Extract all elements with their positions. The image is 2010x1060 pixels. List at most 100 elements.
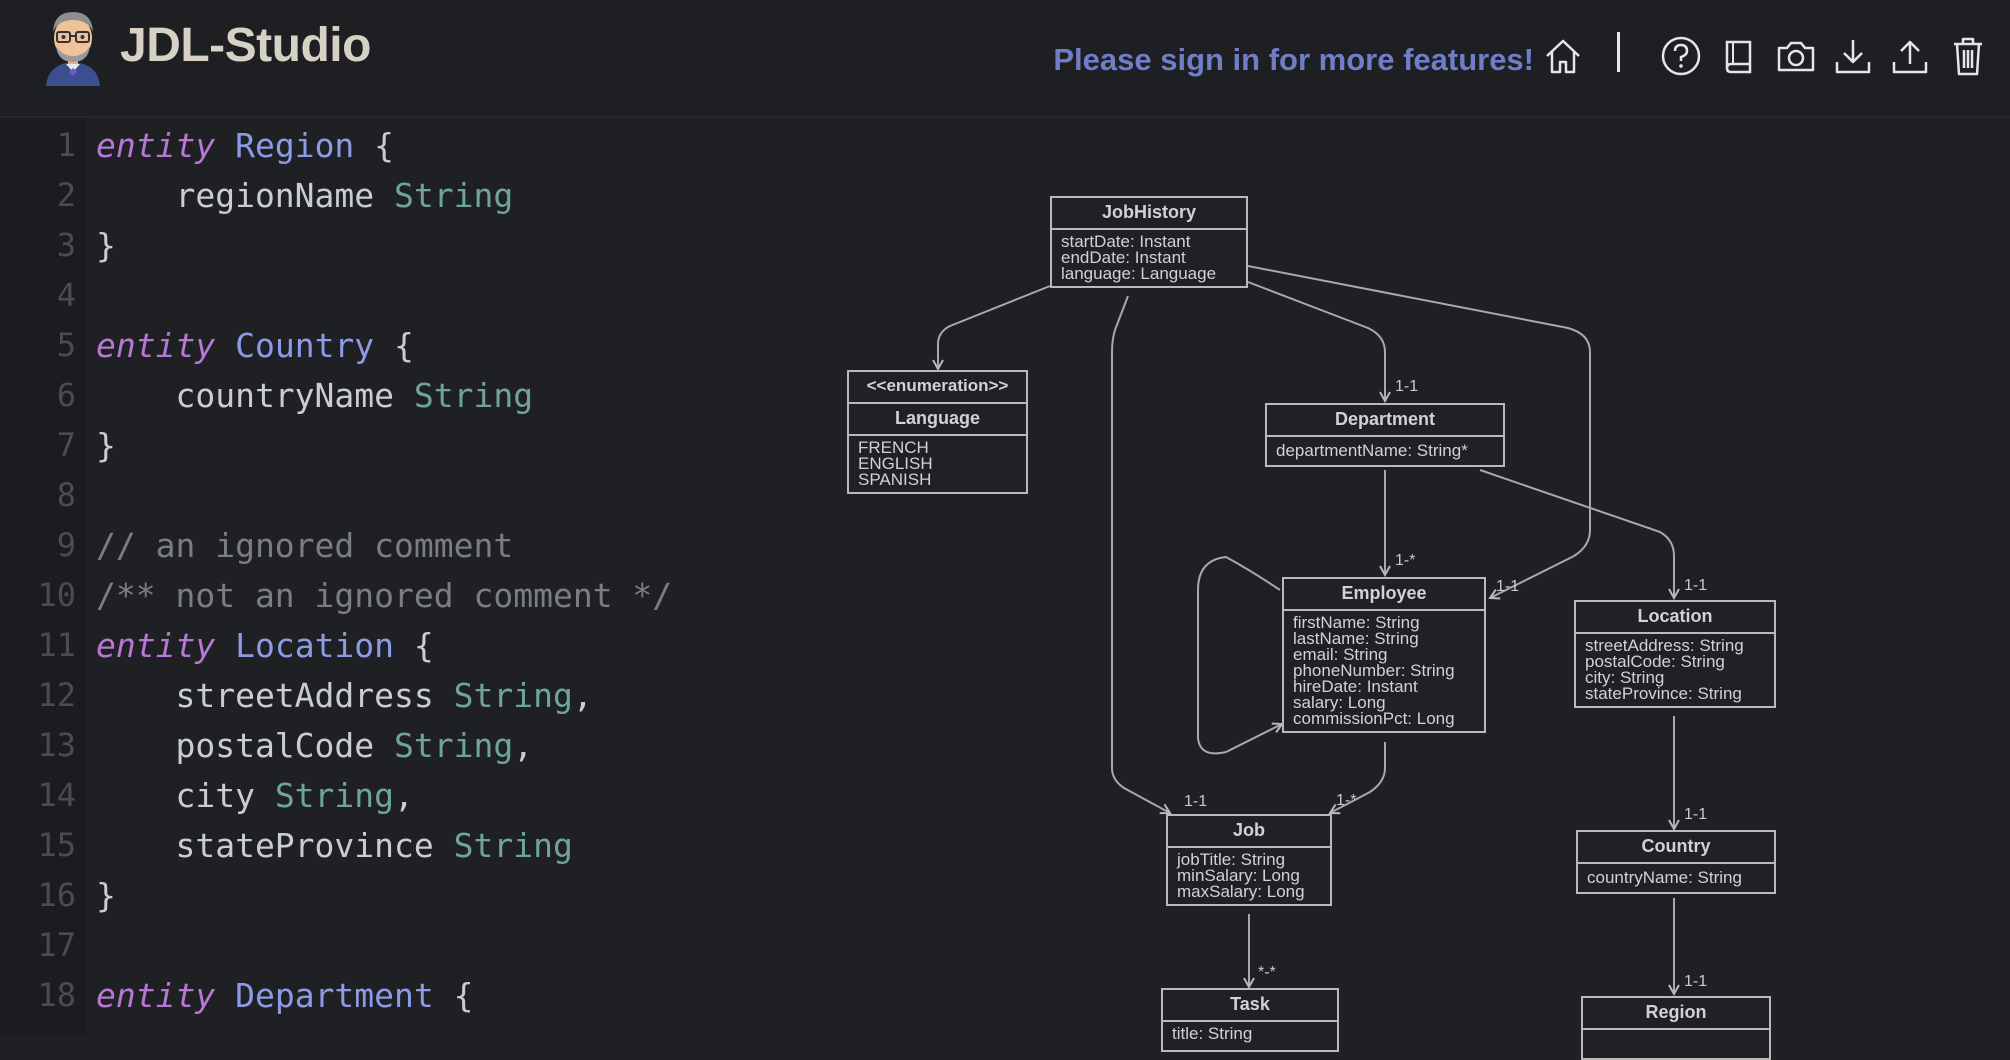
entity-field: city: String [1585, 668, 1665, 687]
field-type: String [394, 726, 514, 765]
docs-icon[interactable] [1717, 34, 1761, 78]
entity-box-task[interactable]: Task title: String [1161, 988, 1339, 1052]
entity-box-department[interactable]: Department departmentName: String* [1265, 403, 1505, 467]
entity-field: lastName: String [1293, 629, 1419, 648]
entity-title: Location [1576, 602, 1774, 634]
code-line: 1 entity Region { [0, 118, 800, 168]
multiplicity-label: 1-1 [1684, 973, 1708, 990]
entity-box-location[interactable]: Location streetAddress: String postalCod… [1574, 600, 1776, 708]
entity-name: Region [235, 126, 355, 165]
code-line: 6 countryName String [0, 368, 800, 418]
upload-icon[interactable] [1888, 34, 1932, 78]
field-name: city [96, 776, 275, 815]
field-name: streetAddress [96, 676, 454, 715]
entity-field: countryName: String [1587, 868, 1742, 887]
home-icon[interactable] [1541, 34, 1585, 78]
line-number: 9 [56, 526, 76, 564]
entity-field: title: String [1172, 1024, 1253, 1043]
code-line: 18 entity Department { [0, 968, 800, 1018]
brace: } [96, 426, 116, 465]
entity-field: hireDate: Instant [1293, 677, 1418, 696]
code-line: 13 postalCode String, [0, 718, 800, 768]
code-line: 12 streetAddress String, [0, 668, 800, 718]
comment: /** not an ignored comment */ [96, 576, 673, 615]
entity-field: postalCode: String [1585, 652, 1725, 671]
entity-field: phoneNumber: String [1293, 661, 1455, 680]
entity-title: Task [1163, 990, 1337, 1022]
multiplicity-label: *-* [1258, 964, 1276, 981]
multiplicity-label: 1-1 [1184, 793, 1208, 810]
entity-title: Language [849, 404, 1026, 436]
code-line: 4 [0, 268, 800, 318]
entity-title: Employee [1284, 579, 1484, 611]
toolbar-divider [1617, 32, 1620, 72]
entity-diagram: 1-1 1-* 1-1 1-1 1-1 1-* 1-1 *-* 1-1 JobH… [847, 196, 1776, 1060]
entity-field: stateProvince: String [1585, 684, 1742, 703]
field-name: countryName [96, 376, 414, 415]
brace: { [374, 326, 414, 365]
download-icon[interactable] [1831, 34, 1875, 78]
relation-employee-job [1330, 742, 1386, 813]
camera-icon[interactable] [1774, 34, 1818, 78]
code-line: 10 /** not an ignored comment */ [0, 568, 800, 618]
entity-field: firstName: String [1293, 613, 1420, 632]
line-number: 16 [37, 876, 76, 914]
code-line: 17 [0, 918, 800, 968]
multiplicity-label: 1-1 [1496, 578, 1520, 595]
entity-box-job[interactable]: Job jobTitle: String minSalary: Long max… [1166, 814, 1332, 906]
field-name: stateProvince [96, 826, 454, 865]
multiplicity-label: 1-1 [1395, 378, 1419, 395]
line-number: 12 [37, 676, 76, 714]
entity-title: Job [1168, 816, 1330, 848]
sign-in-link[interactable]: Please sign in for more features! [1053, 42, 1534, 77]
brace: } [96, 876, 116, 915]
entity-name: Location [235, 626, 395, 665]
entity-title: Region [1583, 998, 1769, 1030]
multiplicity-label: 1-1 [1684, 577, 1708, 594]
entity-field: streetAddress: String [1585, 636, 1744, 655]
entity-name: Department [235, 976, 434, 1015]
logo-avatar-icon [38, 6, 108, 86]
entity-box-jobhistory[interactable]: JobHistory startDate: Instant endDate: I… [1050, 196, 1248, 288]
code-line: 5 entity Country { [0, 318, 800, 368]
entity-box-region[interactable]: Region [1581, 996, 1771, 1060]
line-number: 15 [37, 826, 76, 864]
entity-field: endDate: Instant [1061, 248, 1186, 267]
line-number: 8 [56, 476, 76, 514]
code-line: 11 entity Location { [0, 618, 800, 668]
code-line: 16 } [0, 868, 800, 918]
line-number: 10 [37, 576, 76, 614]
field-name: regionName [96, 176, 395, 215]
entity-box-language[interactable]: <<enumeration>> Language FRENCH ENGLISH … [847, 370, 1028, 494]
line-number: 3 [56, 226, 76, 264]
line-number: 18 [37, 976, 76, 1014]
field-type: String [394, 176, 514, 215]
line-number: 5 [56, 326, 76, 364]
entity-field: departmentName: String* [1276, 441, 1468, 460]
field-type: String [413, 376, 534, 415]
line-number: 7 [56, 426, 76, 464]
keyword: entity [96, 126, 216, 165]
trash-icon[interactable] [1946, 34, 1990, 78]
line-number: 14 [37, 776, 76, 814]
help-icon[interactable] [1659, 34, 1703, 78]
entity-name: Country [235, 326, 375, 365]
enum-value: SPANISH [858, 470, 932, 489]
code-line: 14 city String, [0, 768, 800, 818]
multiplicity-label: 1-1 [1684, 806, 1708, 823]
jdl-code-editor[interactable]: 1 entity Region { 2 regionName String 3 … [0, 118, 800, 1034]
field-type: String [453, 826, 573, 865]
field-type: String [274, 776, 395, 815]
app-title: JDL-Studio [120, 19, 371, 72]
entity-box-employee[interactable]: Employee firstName: String lastName: Str… [1282, 577, 1486, 733]
line-number: 17 [37, 926, 76, 964]
enum-value: FRENCH [858, 438, 929, 457]
brace: } [96, 226, 116, 265]
entity-box-country[interactable]: Country countryName: String [1576, 830, 1776, 894]
line-number: 13 [37, 726, 76, 764]
entity-title: JobHistory [1052, 198, 1246, 230]
entity-field: startDate: Instant [1061, 232, 1191, 251]
field-type: String [453, 676, 573, 715]
code-line: 2 regionName String [0, 168, 800, 218]
code-line: 15 stateProvince String [0, 818, 800, 868]
